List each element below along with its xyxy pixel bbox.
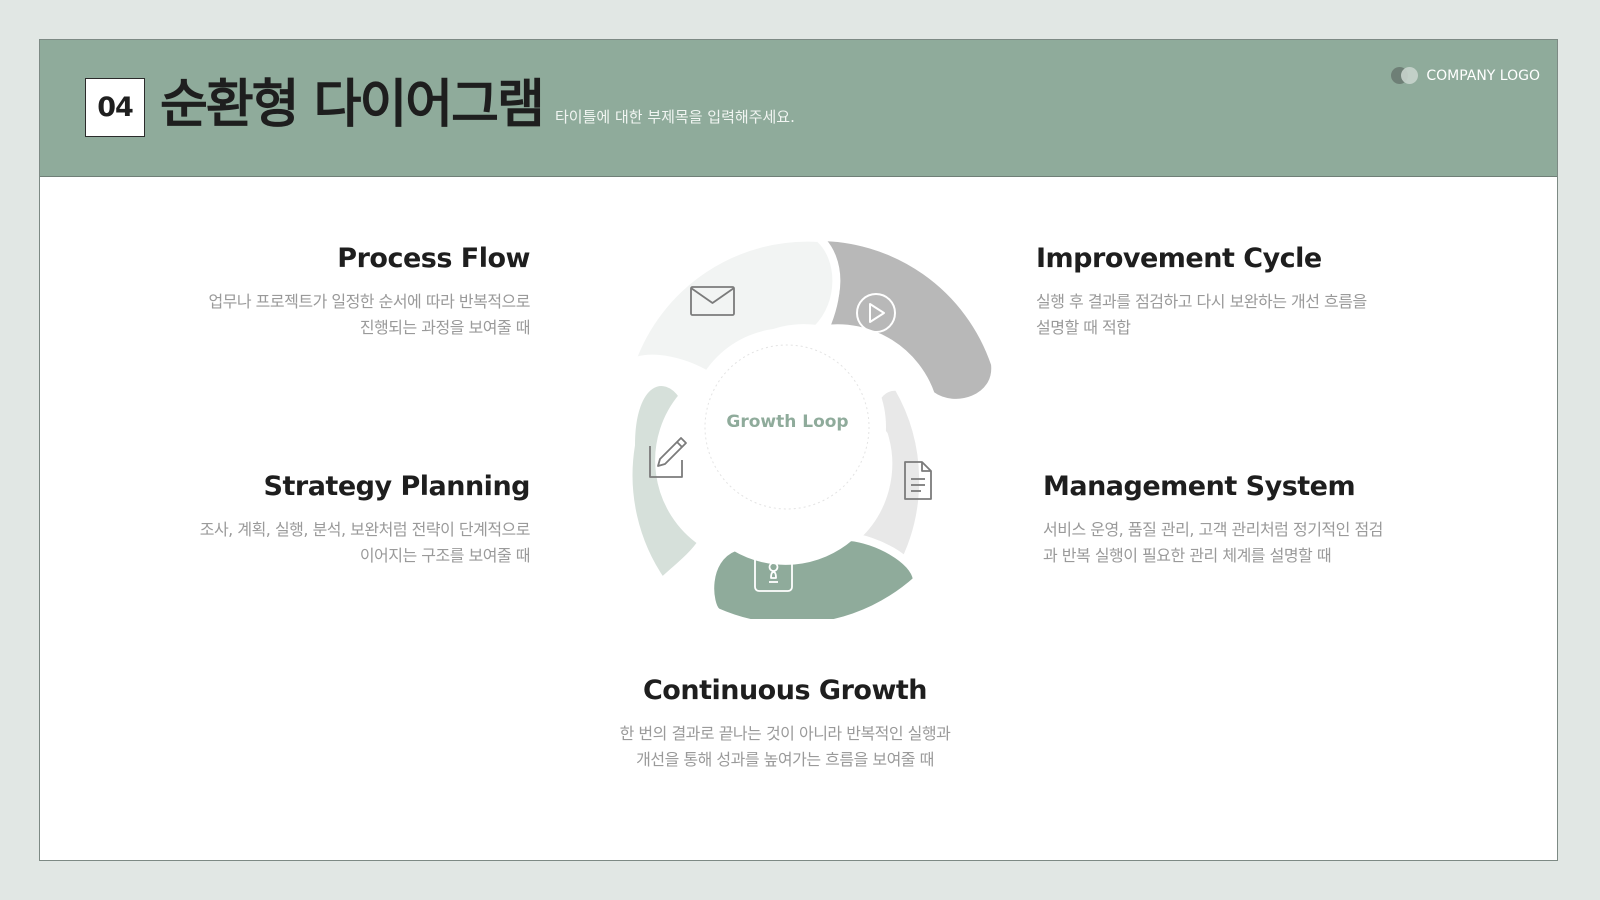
- document-icon: [904, 461, 932, 500]
- strategy-planning-desc: 조사, 계획, 실행, 분석, 보완처럼 전략이 단계적으로 이어지는 구조를 …: [150, 517, 531, 569]
- cycle-diagram-svg: [624, 239, 995, 619]
- process-flow-block: Process Flow 업무나 프로젝트가 일정한 순서에 따라 반복적으로 …: [150, 241, 530, 341]
- logo-mark-icon: [1391, 67, 1419, 84]
- process-flow-desc-line1: 업무나 프로젝트가 일정한 순서에 따라 반복적으로: [208, 292, 530, 311]
- inner-circle: [688, 328, 886, 526]
- continuous-growth-block: Continuous Growth 한 번의 결과로 끝나는 것이 아니라 반복…: [585, 673, 985, 773]
- strategy-planning-desc-line2: 이어지는 구조를 보여줄 때: [359, 546, 531, 565]
- lock-icon: [754, 554, 793, 592]
- segment-continuous: [706, 533, 921, 619]
- inner-dashed-ring: [704, 344, 870, 510]
- improvement-cycle-desc-line1: 실행 후 결과를 점검하고 다시 보완하는 개선 흐름을: [1036, 292, 1367, 311]
- improvement-cycle-desc-line2: 설명할 때 적합: [1036, 318, 1131, 337]
- process-flow-desc-line2: 진행되는 과정을 보여줄 때: [359, 318, 531, 337]
- slide: 04 순환형 다이어그램 타이틀에 대한 부제목을 입력해주세요. COMPAN…: [39, 39, 1558, 861]
- center-label: Growth Loop: [726, 412, 849, 432]
- management-system-block: Management System 서비스 운영, 품질 관리, 고객 관리처럼…: [1043, 469, 1443, 569]
- section-number: 04: [85, 78, 145, 137]
- management-system-desc: 서비스 운영, 품질 관리, 고객 관리처럼 정기적인 점검 과 반복 실행이 …: [1043, 517, 1443, 569]
- improvement-cycle-block: Improvement Cycle 실행 후 결과를 점검하고 다시 보완하는 …: [1036, 241, 1436, 341]
- play-icon: [856, 293, 896, 333]
- edit-icon: [649, 437, 687, 478]
- continuous-growth-title: Continuous Growth: [642, 675, 928, 706]
- improvement-cycle-desc: 실행 후 결과를 점검하고 다시 보완하는 개선 흐름을 설명할 때 적합: [1036, 289, 1436, 341]
- header-bar: 04 순환형 다이어그램 타이틀에 대한 부제목을 입력해주세요. COMPAN…: [40, 40, 1557, 177]
- continuous-growth-desc-line2: 개선을 통해 성과를 높여가는 흐름을 보여줄 때: [636, 750, 934, 769]
- strategy-planning-title: Strategy Planning: [263, 471, 531, 502]
- management-system-desc-line2: 과 반복 실행이 필요한 관리 체계를 설명할 때: [1043, 546, 1332, 565]
- management-system-desc-line1: 서비스 운영, 품질 관리, 고객 관리처럼 정기적인 점검: [1043, 520, 1383, 539]
- page-subtitle: 타이틀에 대한 부제목을 입력해주세요.: [555, 108, 795, 126]
- improvement-cycle-title: Improvement Cycle: [1036, 243, 1322, 274]
- continuous-growth-desc: 한 번의 결과로 끝나는 것이 아니라 반복적인 실행과 개선을 통해 성과를 …: [585, 721, 985, 773]
- logo-text: COMPANY LOGO: [1426, 67, 1540, 84]
- process-flow-title: Process Flow: [337, 243, 530, 274]
- segment-strategy: [624, 378, 706, 586]
- management-system-title: Management System: [1043, 471, 1356, 502]
- segment-improvement: [810, 239, 995, 407]
- envelope-icon: [690, 286, 735, 316]
- continuous-growth-desc-line1: 한 번의 결과로 끝나는 것이 아니라 반복적인 실행과: [619, 724, 951, 743]
- company-logo: COMPANY LOGO: [1391, 67, 1540, 84]
- strategy-planning-desc-line1: 조사, 계획, 실행, 분석, 보완처럼 전략이 단계적으로: [199, 520, 531, 539]
- strategy-planning-block: Strategy Planning 조사, 계획, 실행, 분석, 보완처럼 전…: [150, 469, 531, 569]
- page-title: 순환형 다이어그램: [160, 75, 545, 135]
- cycle-diagram: Growth Loop: [595, 239, 995, 619]
- process-flow-desc: 업무나 프로젝트가 일정한 순서에 따라 반복적으로 진행되는 과정을 보여줄 …: [150, 289, 530, 341]
